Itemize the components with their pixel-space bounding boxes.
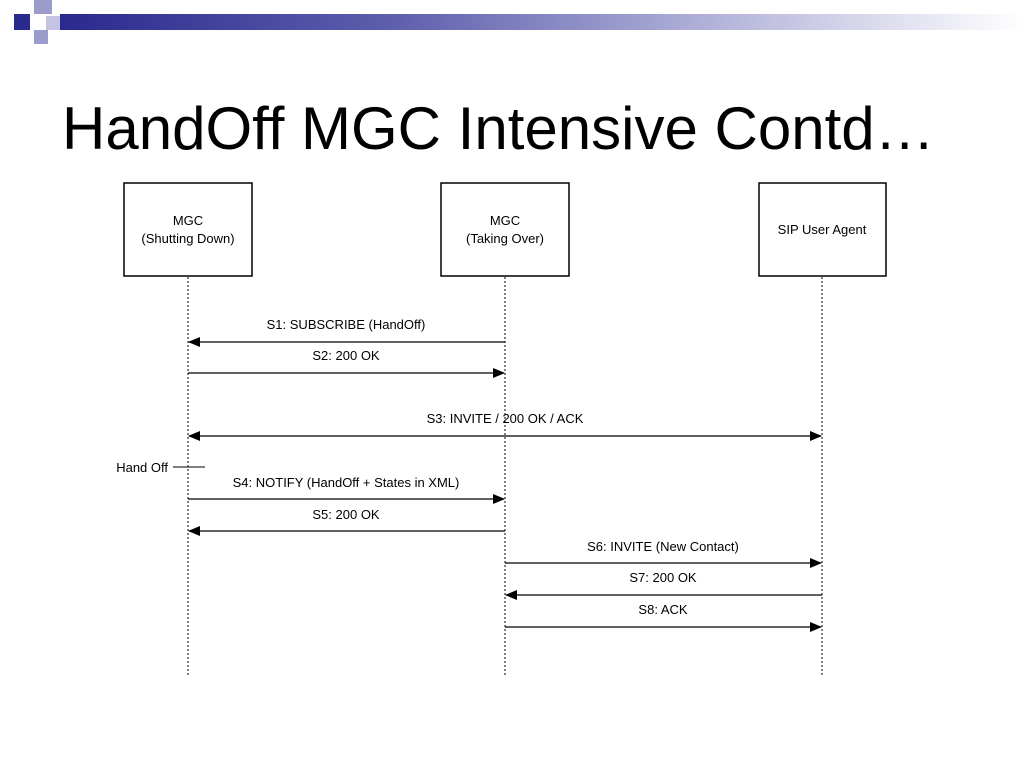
message-label-s1: S1: SUBSCRIBE (HandOff): [267, 317, 426, 332]
entity-sublabel: (Taking Over): [466, 231, 544, 246]
entity-box-mgc-shutting-down: MGC (Shutting Down): [123, 182, 253, 277]
entity-label: MGC: [490, 213, 520, 228]
handoff-annotation: Hand Off: [116, 460, 168, 475]
decor-square-light: [46, 16, 60, 30]
entity-box-sip-user-agent: SIP User Agent: [758, 182, 887, 277]
title-accent-bar: [60, 14, 1024, 30]
message-label-s5: S5: 200 OK: [312, 507, 380, 522]
message-label-s6: S6: INVITE (New Contact): [587, 539, 739, 554]
entity-label: MGC: [173, 213, 203, 228]
entity-label: SIP User Agent: [778, 222, 867, 237]
decor-square-light: [34, 0, 52, 14]
decor-square-dark: [14, 14, 30, 30]
slide-title: HandOff MGC Intensive Contd…: [62, 95, 935, 162]
message-label-s2: S2: 200 OK: [312, 348, 380, 363]
message-label-s8: S8: ACK: [638, 602, 687, 617]
message-label-s3: S3: INVITE / 200 OK / ACK: [427, 411, 584, 426]
message-label-s7: S7: 200 OK: [629, 570, 697, 585]
entity-box-mgc-taking-over: MGC (Taking Over): [440, 182, 570, 277]
message-label-s4: S4: NOTIFY (HandOff + States in XML): [233, 475, 460, 490]
decor-square-light: [34, 30, 48, 44]
entity-sublabel: (Shutting Down): [141, 231, 234, 246]
